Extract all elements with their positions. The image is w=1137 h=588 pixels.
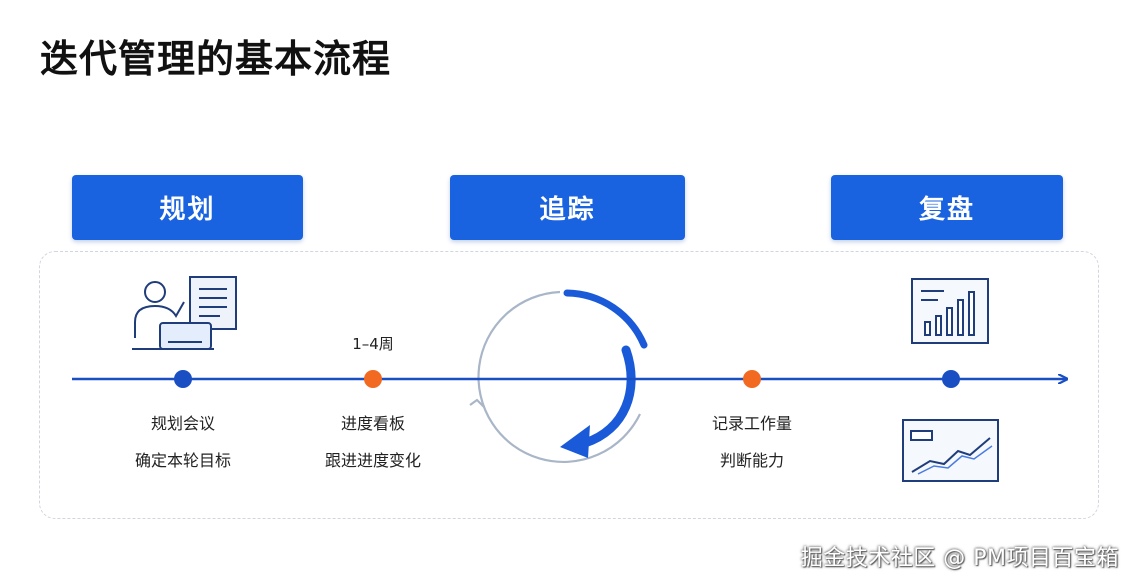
duration-label: 1–4周: [352, 335, 394, 353]
stage-review-button[interactable]: 复盘: [831, 175, 1063, 240]
timeline-point-board: [364, 370, 382, 388]
stage-track-button[interactable]: 追踪: [450, 175, 685, 240]
person-at-desk-icon: [132, 276, 237, 350]
board-label-2: 跟进进度变化: [324, 451, 422, 470]
plan-label-1: 规划会议: [150, 414, 216, 433]
record-label-2: 判断能力: [719, 451, 785, 470]
trend-chart-icon: [902, 419, 999, 482]
timeline-point-record: [743, 370, 761, 388]
timeline-point-plan: [174, 370, 192, 388]
plan-label-2: 确定本轮目标: [134, 451, 232, 470]
flow-panel: [39, 251, 1099, 519]
stage-plan-button[interactable]: 规划: [72, 175, 303, 240]
page-title: 迭代管理的基本流程: [40, 37, 392, 81]
timeline-point-review: [942, 370, 960, 388]
board-label-1: 进度看板: [340, 414, 406, 433]
record-label-1: 记录工作量: [711, 414, 793, 433]
bar-chart-icon: [911, 278, 989, 344]
watermark: 掘金技术社区 @ PM项目百宝箱: [800, 546, 1119, 571]
cycle-arrows-icon: [469, 289, 648, 463]
